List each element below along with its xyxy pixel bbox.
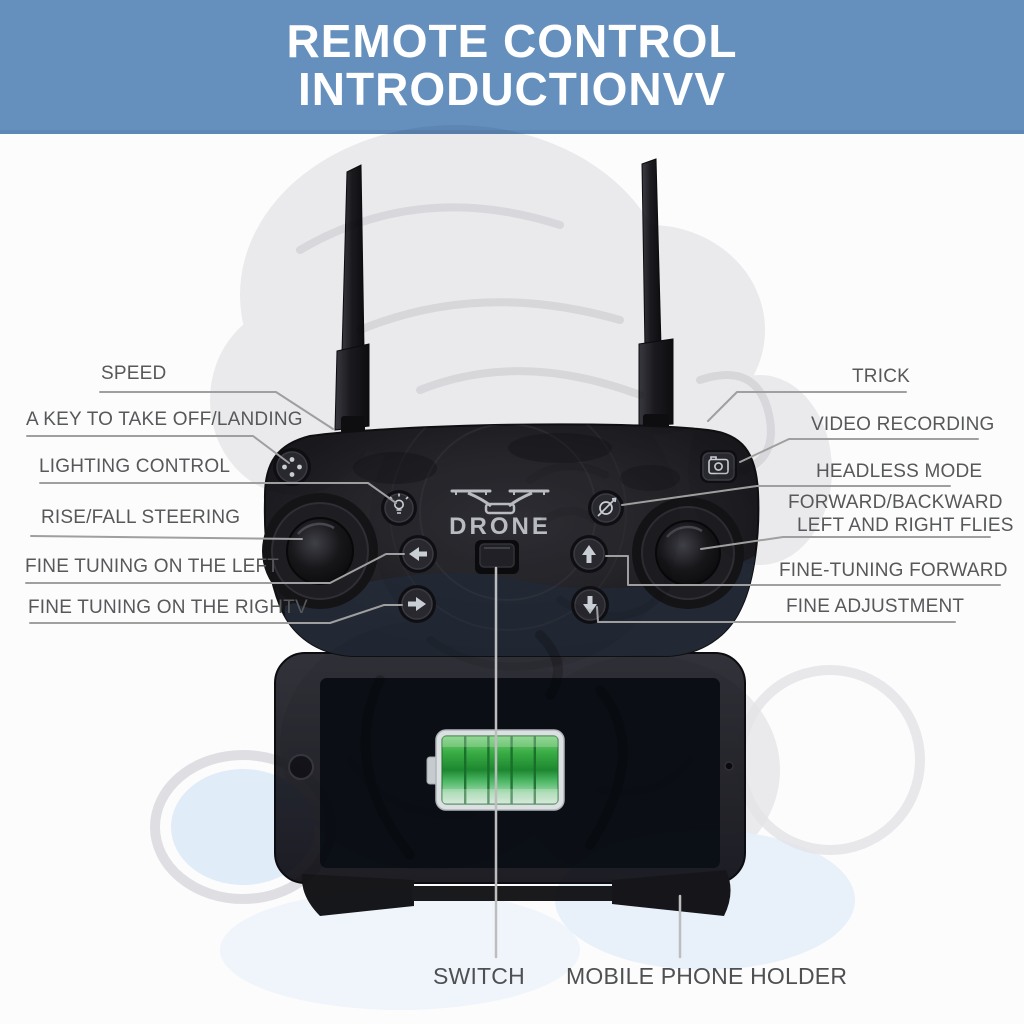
callout-lighting: LIGHTING CONTROL: [39, 456, 231, 477]
leader-speed: [99, 391, 334, 430]
callout-holder: MOBILE PHONE HOLDER: [566, 963, 848, 989]
callout-tune-right: FINE TUNING ON THE RIGHTV: [28, 597, 308, 618]
leader-flies: [700, 536, 991, 550]
leader-video: [739, 438, 979, 463]
leader-trick: [707, 391, 907, 422]
callout-switch: SWITCH: [433, 963, 525, 989]
callout-speed: SPEED: [101, 363, 167, 384]
page-title-line1: REMOTE CONTROL: [286, 15, 738, 67]
leader-steering: [30, 535, 303, 540]
callout-fwd-back: FORWARD/BACKWARD: [788, 492, 1003, 513]
callout-video: VIDEO RECORDING: [811, 414, 995, 435]
page-title-line2: INTRODUCTIONVV: [298, 63, 726, 115]
leader-takeoff: [26, 435, 290, 464]
leader-tune-fwd: [605, 555, 1001, 586]
callout-takeoff: A KEY TO TAKE OFF/LANDING: [26, 409, 303, 430]
callout-trick: TRICK: [852, 366, 910, 387]
callout-headless: HEADLESS MODE: [816, 461, 983, 482]
callout-fine-adj: FINE ADJUSTMENT: [786, 596, 965, 617]
leader-tune-right: [29, 604, 403, 624]
leader-tune-left: [25, 553, 405, 584]
leader-headless: [621, 485, 951, 506]
leader-lighting: [39, 482, 397, 504]
callout-steering: RISE/FALL STEERING: [41, 507, 241, 528]
leader-fine-adj: [596, 606, 956, 623]
header-banner: REMOTE CONTROL INTRODUCTIONVV: [0, 0, 1024, 134]
callout-tune-left: FINE TUNING ON THE LEFT: [25, 556, 280, 577]
callout-flies: LEFT AND RIGHT FLIES: [797, 515, 1014, 536]
callout-tune-fwd: FINE-TUNING FORWARD: [779, 560, 1008, 581]
